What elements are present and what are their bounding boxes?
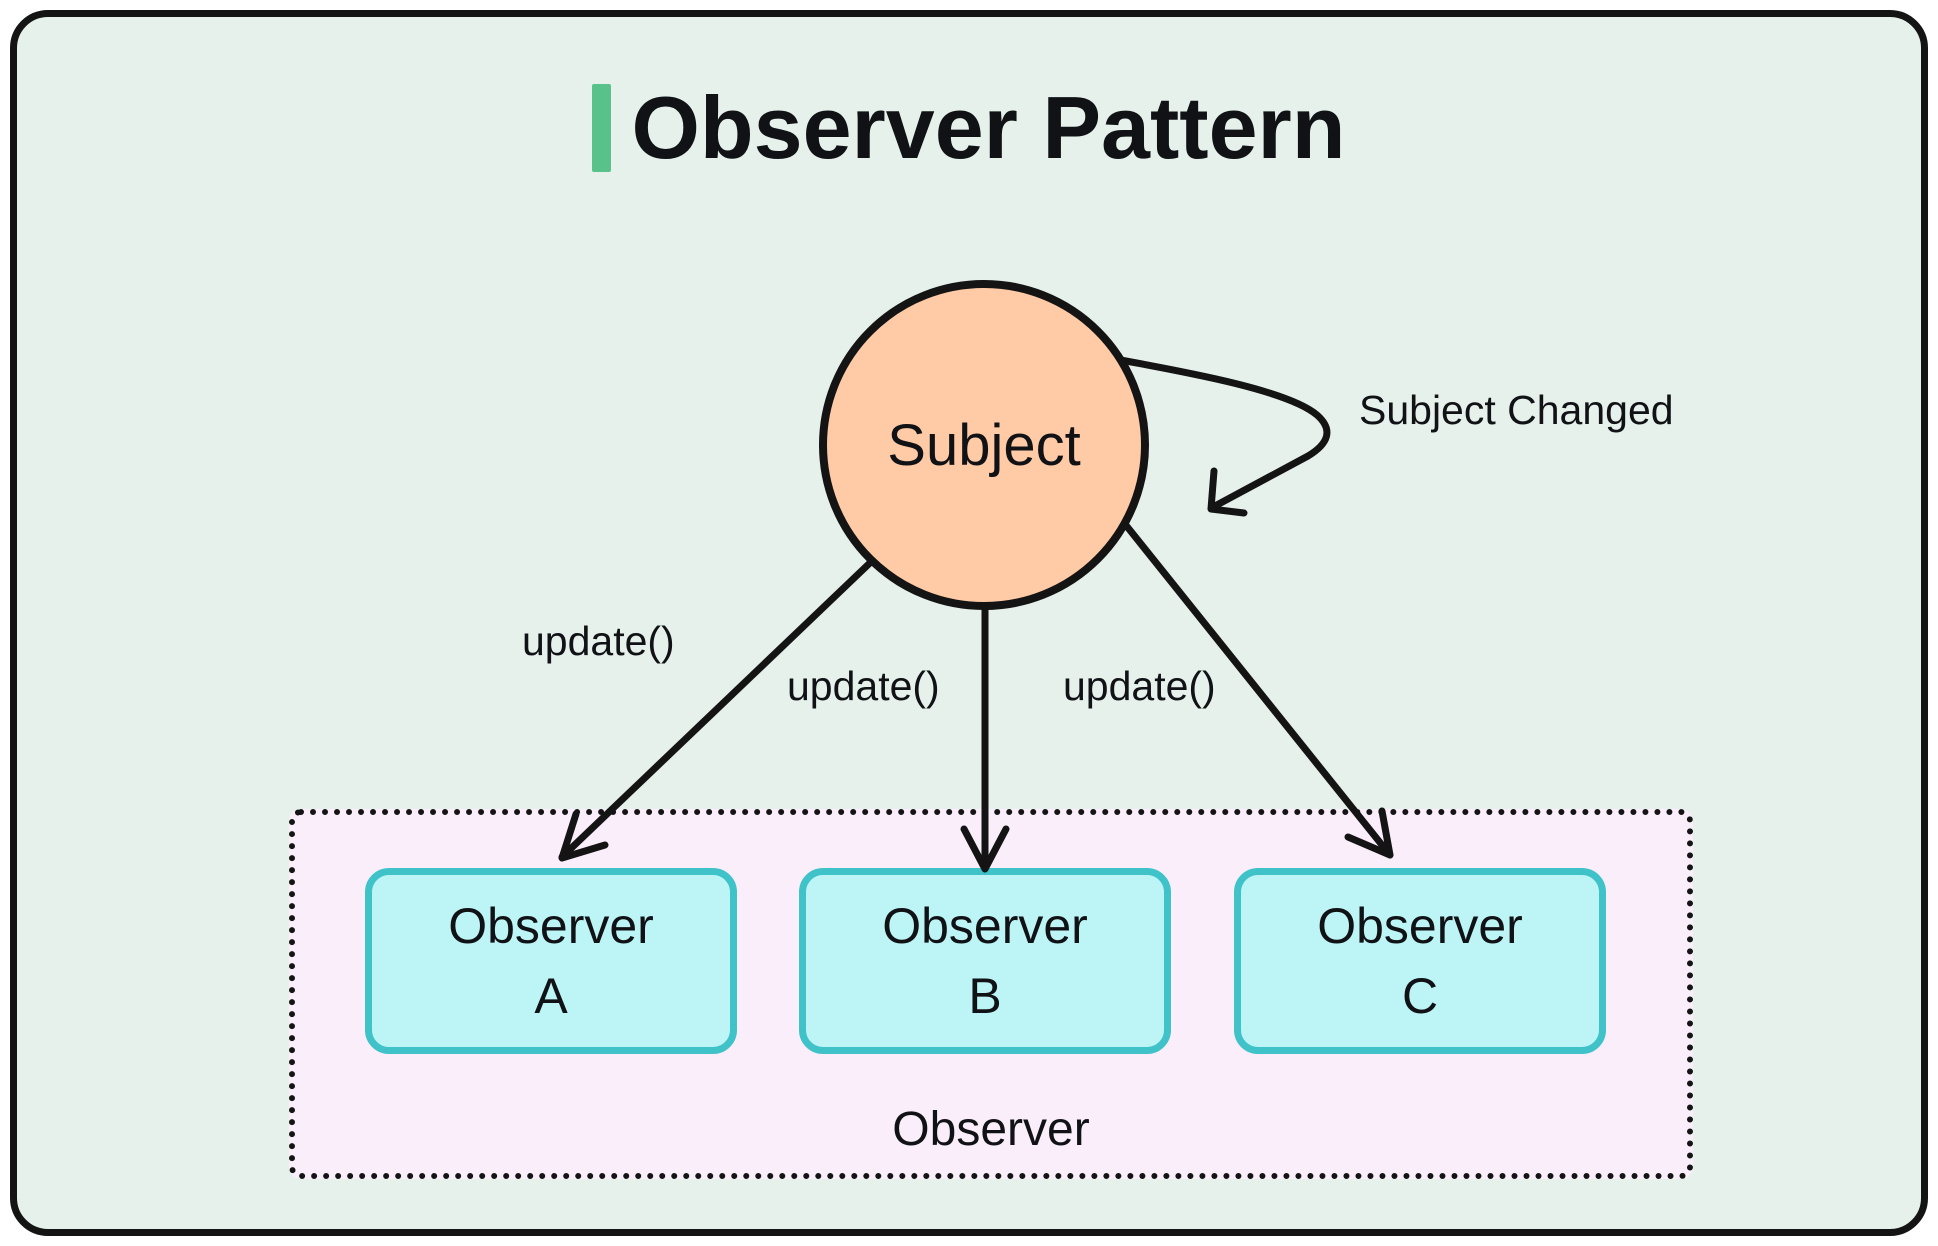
observer-c-label-line1: Observer: [1317, 898, 1523, 954]
update-label-a: update(): [522, 618, 675, 664]
observer-b-node: Observer B: [799, 868, 1171, 1054]
page-title: Observer Pattern: [631, 78, 1346, 177]
title-accent-bar: [592, 84, 612, 172]
observer-a-node: Observer A: [365, 868, 737, 1054]
update-label-b: update(): [787, 663, 940, 709]
arrowhead-subject-changed: [1207, 467, 1248, 517]
observer-group-container: Observer A Observer B Observer C Observe…: [289, 809, 1693, 1179]
title-row: Observer Pattern: [17, 73, 1921, 183]
update-label-c: update(): [1063, 663, 1216, 709]
subject-node: Subject: [819, 280, 1149, 610]
observer-c-node: Observer C: [1234, 868, 1606, 1054]
observer-a-label-line2: A: [534, 968, 568, 1024]
observer-group-label: Observer: [892, 1103, 1090, 1156]
observer-b-label-line1: Observer: [882, 898, 1088, 954]
subject-changed-label: Subject Changed: [1359, 387, 1674, 433]
diagram-frame: Observer Pattern Observer A Observer B O…: [10, 10, 1928, 1236]
observer-c-label-line2: C: [1401, 968, 1439, 1024]
observer-a-label-line1: Observer: [448, 898, 654, 954]
subject-label: Subject: [887, 412, 1081, 478]
observer-b-label-line2: B: [968, 968, 1002, 1024]
